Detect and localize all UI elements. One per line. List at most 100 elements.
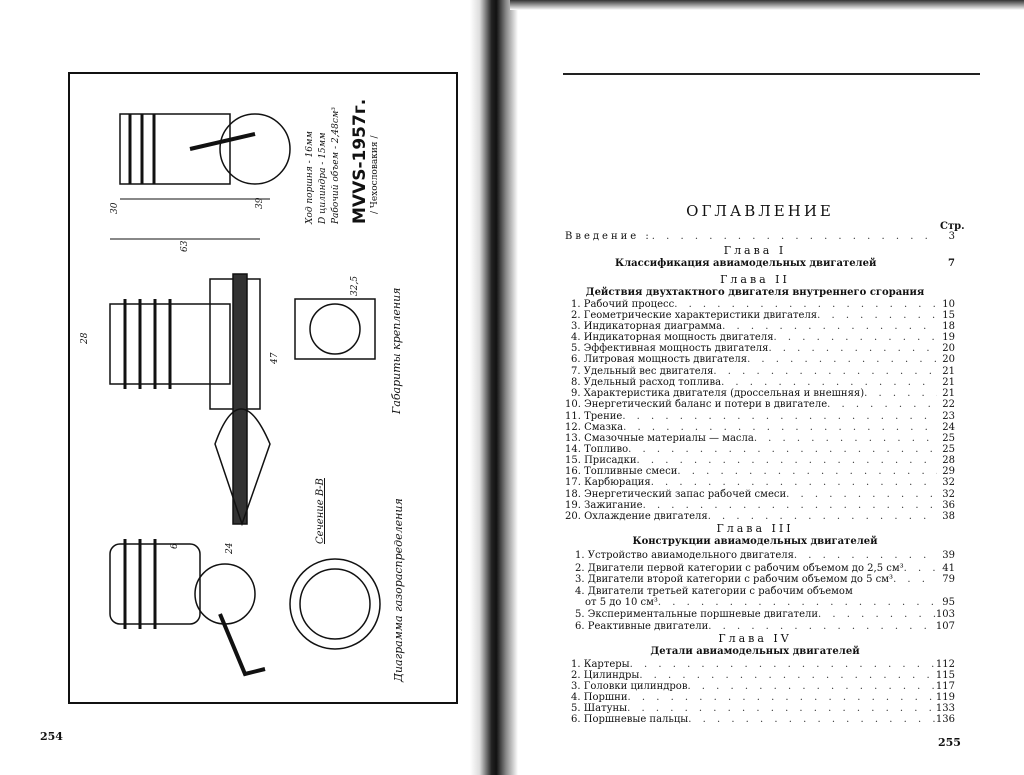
dim-30: 30 (110, 202, 120, 214)
toc-item-page: 79 (942, 574, 955, 585)
dot-leader (827, 399, 937, 410)
toc-item-page: 115 (935, 670, 955, 681)
chapter-1-title: Классификация авиамодельных двигателей 7 (565, 258, 955, 269)
section-label: Сечение В-В (315, 478, 326, 544)
toc-intro: Введение : 3 (565, 231, 955, 242)
toc-item-page: 19 (942, 332, 955, 343)
toc-item: 7. Удельный вес двигателя21 (565, 366, 955, 377)
toc-item-label: 15. Присадки (565, 455, 637, 466)
dot-leader (630, 659, 936, 670)
toc-item-label: 10. Энергетический баланс и потери в дви… (565, 399, 828, 410)
dot-leader (747, 354, 937, 365)
chapter-3-heading: Глава III (716, 522, 794, 535)
page-column-label: Стр. (940, 221, 965, 232)
toc-item: 11. Трение 23 (565, 411, 955, 422)
figure-subtitle: / Чехословакия / (370, 135, 380, 214)
toc-item: 1. Рабочий процесс10 (565, 299, 955, 310)
toc-item-label: 3. Двигатели второй категории с рабочим … (575, 574, 894, 585)
dot-leader (817, 310, 937, 321)
toc-item-page: 23 (942, 411, 955, 422)
toc-item-page: 25 (942, 433, 955, 444)
toc-item: 17. Карбюрация32 (565, 477, 955, 488)
toc-item: 16. Топливные смеси29 (565, 466, 955, 477)
toc-item: 12. Смазка 24 (565, 422, 955, 433)
toc-item-page: 20 (942, 354, 955, 365)
toc-item-label: 2. Цилиндры (571, 670, 640, 681)
dot-leader (637, 455, 937, 466)
toc-item: 2. Двигатели первой категории с рабочим … (565, 563, 955, 574)
toc-item-page: 117 (935, 681, 955, 692)
cylinder-section (119, 113, 231, 185)
toc-item: 6. Поршневые пальцы136 (565, 714, 955, 725)
toc-item-label: 6. Реактивные двигатели (575, 621, 709, 632)
toc-item-label: 19. Зажигание (565, 500, 643, 511)
toc-title: ОГЛАВЛЕНИЕ (686, 202, 834, 220)
toc-item-page: 112 (935, 659, 955, 670)
dim-24: 24 (225, 542, 235, 554)
toc-item: 1. Устройство авиамодельного двигателя39 (565, 550, 955, 561)
dot-leader (708, 511, 937, 522)
chapter-3-title: Конструкции авиамодельных двигателей (632, 536, 878, 547)
dot-leader (722, 321, 937, 332)
dot-leader (658, 597, 937, 608)
toc-item-label: 9. Характеристика двигателя (дроссельная… (571, 388, 865, 399)
toc-item-page: 36 (942, 500, 955, 511)
toc-item-page: 119 (935, 692, 955, 703)
toc-item-label: 4. Двигатели третьей категории с рабочим… (575, 586, 853, 597)
toc-item-label: 12. Смазка (565, 422, 624, 433)
chapter-2-title: Действия двухтактного двигателя внутренн… (585, 287, 925, 298)
engine-drawing-frame: MVVS-1957г. / Чехословакия / Ход поршня … (68, 72, 458, 704)
toc-item-page: 24 (942, 422, 955, 433)
chapter-4-title: Детали авиамодельных двигателей (650, 646, 860, 657)
dot-leader (904, 563, 937, 574)
toc-item-page: 7 (948, 258, 955, 269)
toc-item: 6. Реактивные двигатели107 (565, 621, 955, 632)
toc-item: 14. Топливо25 (565, 444, 955, 455)
dot-leader (754, 433, 937, 444)
toc-item: 3. Головки цилиндров117 (565, 681, 955, 692)
dot-leader (818, 609, 936, 620)
dot-leader (687, 681, 935, 692)
dim-6: 6 (170, 543, 180, 549)
chapter-1-heading: Глава I (723, 244, 787, 257)
spec-volume: Рабочий объем - 2,48см³ (331, 107, 341, 224)
toc-item: 13. Смазочные материалы — масла 25 (565, 433, 955, 444)
dim-32-5: 32,5 (350, 275, 360, 296)
toc-item: 3. Индикаторная диаграмма18 (565, 321, 955, 332)
toc-item: 2. Цилиндры 115 (565, 670, 955, 681)
dot-leader (643, 500, 937, 511)
toc-item-page: 3 (948, 231, 955, 242)
spec-stroke: Ход поршня - 16мм (305, 131, 315, 224)
dot-leader (674, 299, 937, 310)
toc-item-label: 18. Энергетический запас рабочей смеси (565, 489, 787, 500)
toc-item: 10. Энергетический баланс и потери в дви… (565, 399, 955, 410)
toc-item-label: Введение : (565, 231, 652, 242)
toc-item-label: 5. Шатуны (571, 703, 628, 714)
toc-item-page: 22 (942, 399, 955, 410)
toc-item-page: 32 (942, 489, 955, 500)
toc-item-label: Классификация авиамодельных двигателей (615, 258, 877, 269)
toc-item-page: 15 (942, 310, 955, 321)
toc-item-label: 6. Литровая мощность двигателя (571, 354, 748, 365)
dot-leader (786, 489, 937, 500)
dot-leader (622, 411, 937, 422)
left-page-number: 254 (40, 730, 63, 743)
dot-leader (623, 422, 937, 433)
toc-item-label: 11. Трение (565, 411, 623, 422)
dot-leader (639, 670, 936, 681)
mount-label: Габариты крепления (390, 287, 403, 414)
dim-47: 47 (270, 352, 280, 364)
toc-item-label: 3. Индикаторная диаграмма (571, 321, 723, 332)
toc-item-label: 5. Экспериментальные поршневые двигатели (575, 609, 819, 620)
dot-leader (652, 231, 937, 242)
toc-item-page: 95 (942, 597, 955, 608)
toc-item-continued: от 5 до 10 см³95 (565, 597, 955, 608)
toc-item: 4. Двигатели третьей категории с рабочим… (565, 586, 955, 597)
dot-leader (627, 703, 936, 714)
toc-item-label: 13. Смазочные материалы — масла (565, 433, 754, 444)
header-rule (563, 73, 980, 75)
toc-item-label: 17. Карбюрация (565, 477, 651, 488)
toc-item: 2. Геометрические характеристики двигате… (565, 310, 955, 321)
toc-item-page: 29 (942, 466, 955, 477)
toc-item-page: 21 (942, 388, 955, 399)
